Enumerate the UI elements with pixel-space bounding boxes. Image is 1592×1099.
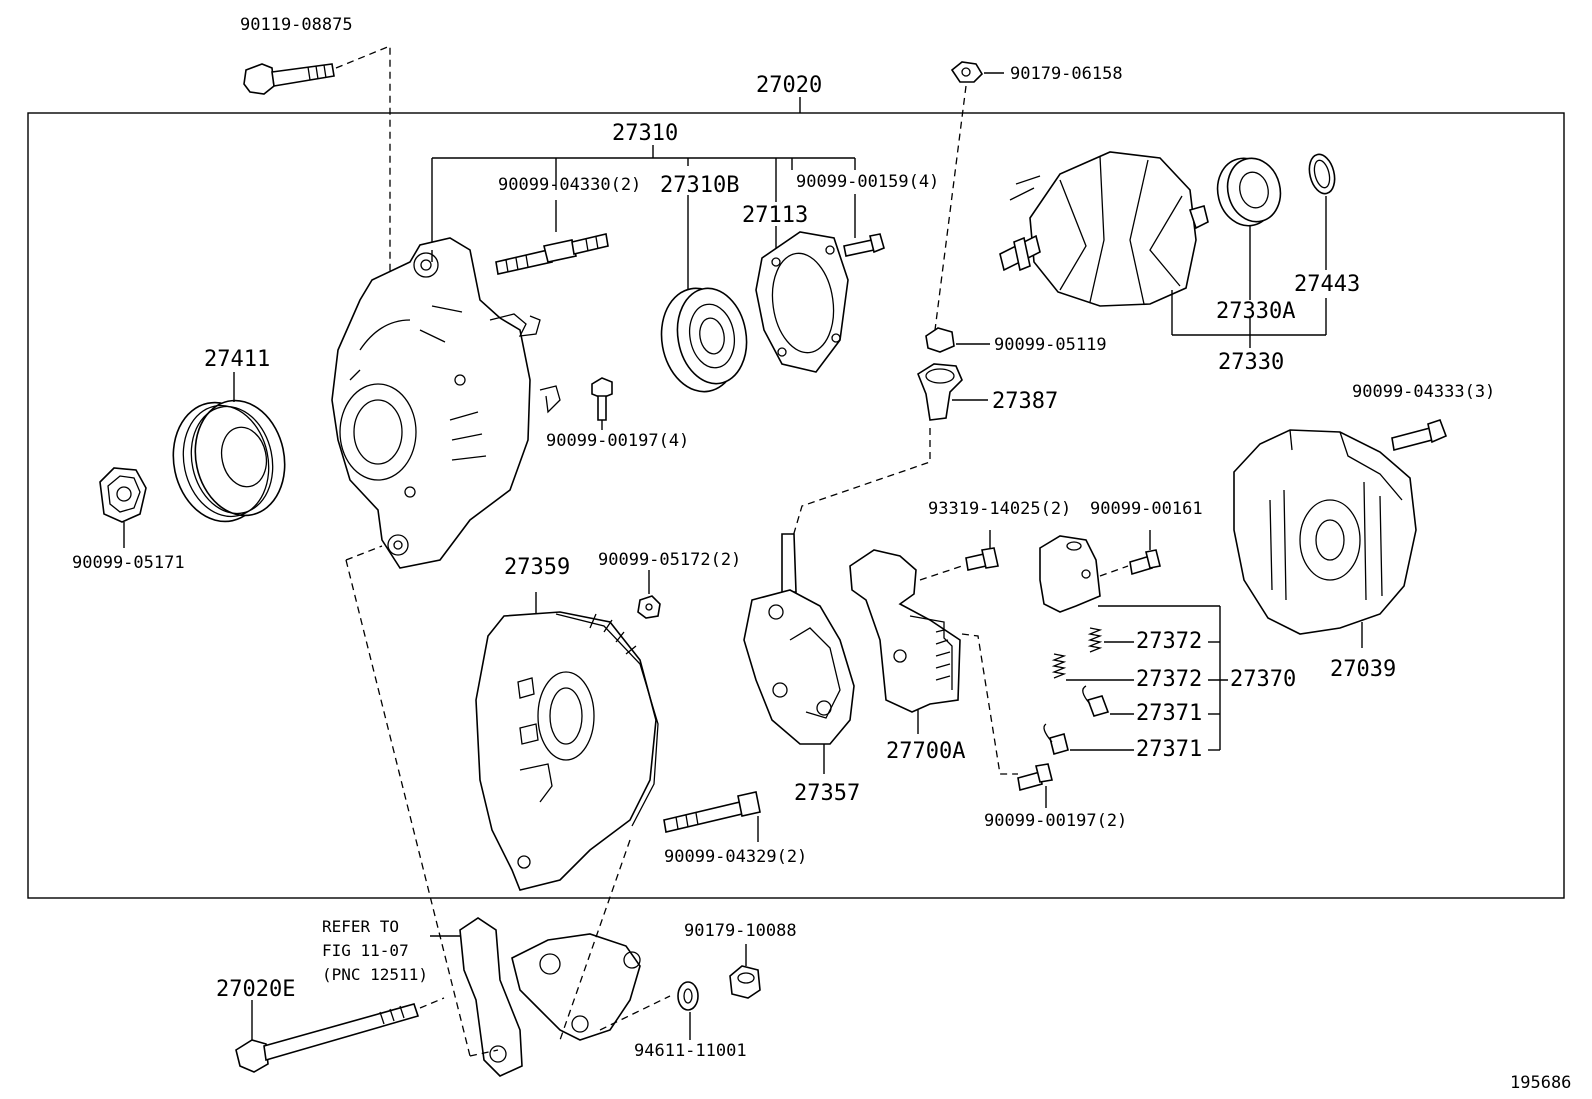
label-27310B: 27310B — [660, 173, 739, 198]
label-27387: 27387 — [992, 389, 1058, 414]
screw-93319-14025 — [965, 547, 999, 571]
bolt-90099-04333 — [1391, 418, 1448, 451]
label-27372-a: 27372 — [1136, 629, 1202, 654]
bolt-27020E — [235, 1003, 420, 1073]
label-27700A: 27700A — [886, 739, 965, 764]
leader-27330 — [1171, 196, 1327, 348]
bearing-27310B — [660, 287, 748, 393]
label-27330A: 27330A — [1216, 299, 1295, 324]
label-90099-00197-2: 90099-00197(2) — [984, 811, 1127, 831]
brush-27371-b — [1043, 723, 1069, 755]
rotor-assembly — [999, 151, 1209, 307]
stud-90099-04330 — [495, 233, 609, 275]
refer-note-line3: (PNC 12511) — [322, 965, 428, 984]
screw-90099-00159 — [843, 233, 885, 257]
label-27113: 27113 — [742, 203, 808, 228]
label-27330: 27330 — [1218, 350, 1284, 375]
screw-90099-00161 — [1129, 549, 1161, 576]
label-90179-06158: 90179-06158 — [1010, 64, 1123, 84]
mounting-bracket — [459, 917, 641, 1077]
label-90099-00161: 90099-00161 — [1090, 499, 1203, 519]
label-27372-b: 27372 — [1136, 667, 1202, 692]
label-90099-00197-4: 90099-00197(4) — [546, 431, 689, 451]
refer-note-line2: FIG 11-07 — [322, 941, 409, 960]
brush-holder — [1039, 535, 1101, 613]
label-27371-b: 27371 — [1136, 737, 1202, 762]
nut-90179-10088 — [729, 965, 761, 999]
label-27443: 27443 — [1294, 272, 1360, 297]
drive-end-frame — [331, 237, 561, 569]
insulator-27387 — [917, 363, 963, 421]
label-90179-10088: 90179-10088 — [684, 921, 797, 941]
label-27039: 27039 — [1330, 657, 1396, 682]
label-90099-04330: 90099-04330(2) — [498, 175, 641, 195]
label-90099-04329: 90099-04329(2) — [664, 847, 807, 867]
regulator-27700A — [849, 549, 961, 713]
label-90099-04333: 90099-04333(3) — [1352, 382, 1495, 402]
label-27357: 27357 — [794, 781, 860, 806]
label-27310: 27310 — [612, 121, 678, 146]
bolt-90119-08875 — [243, 63, 335, 95]
nut-90099-05119 — [925, 327, 955, 353]
refer-note-line1: REFER TO — [322, 917, 399, 936]
rear-cover-27039 — [1233, 429, 1417, 635]
pulley-27411 — [172, 399, 286, 523]
assembly-boundary — [27, 112, 1565, 899]
screw-90099-00197-2 — [1017, 763, 1053, 792]
nut-90099-05171 — [99, 467, 147, 523]
label-27370: 27370 — [1230, 667, 1296, 692]
spring-27372-a — [1087, 627, 1103, 653]
label-90099-05119: 90099-05119 — [994, 335, 1107, 355]
nut-90179-06158 — [950, 61, 984, 83]
figure-number: 195686 — [1510, 1073, 1571, 1093]
leader-27370 — [1066, 605, 1228, 751]
washer-94611-11001 — [677, 981, 699, 1011]
bolt-90099-04329 — [663, 791, 761, 833]
label-94611-11001: 94611-11001 — [634, 1041, 747, 1061]
brush-27371-a — [1082, 685, 1110, 717]
rectifier-end-frame-27359 — [475, 611, 659, 891]
label-assembly-27020: 27020 — [756, 73, 822, 98]
ring-27443 — [1308, 153, 1336, 195]
label-27020E: 27020E — [216, 977, 295, 1002]
label-90099-05171: 90099-05171 — [72, 553, 185, 573]
label-93319-14025: 93319-14025(2) — [928, 499, 1071, 519]
label-27371-a: 27371 — [1136, 701, 1202, 726]
label-90099-05172: 90099-05172(2) — [598, 550, 741, 570]
label-90119-08875: 90119-08875 — [240, 15, 353, 35]
spring-27372-b — [1051, 653, 1067, 679]
label-27411: 27411 — [204, 347, 270, 372]
nut-90099-05172 — [637, 595, 661, 619]
bearing-27330A — [1216, 157, 1282, 227]
screw-90099-00197-4 — [591, 377, 613, 421]
label-27359: 27359 — [504, 555, 570, 580]
retainer-plate-27113 — [755, 231, 849, 373]
label-90099-00159: 90099-00159(4) — [796, 172, 939, 192]
rectifier-27357 — [743, 533, 855, 745]
